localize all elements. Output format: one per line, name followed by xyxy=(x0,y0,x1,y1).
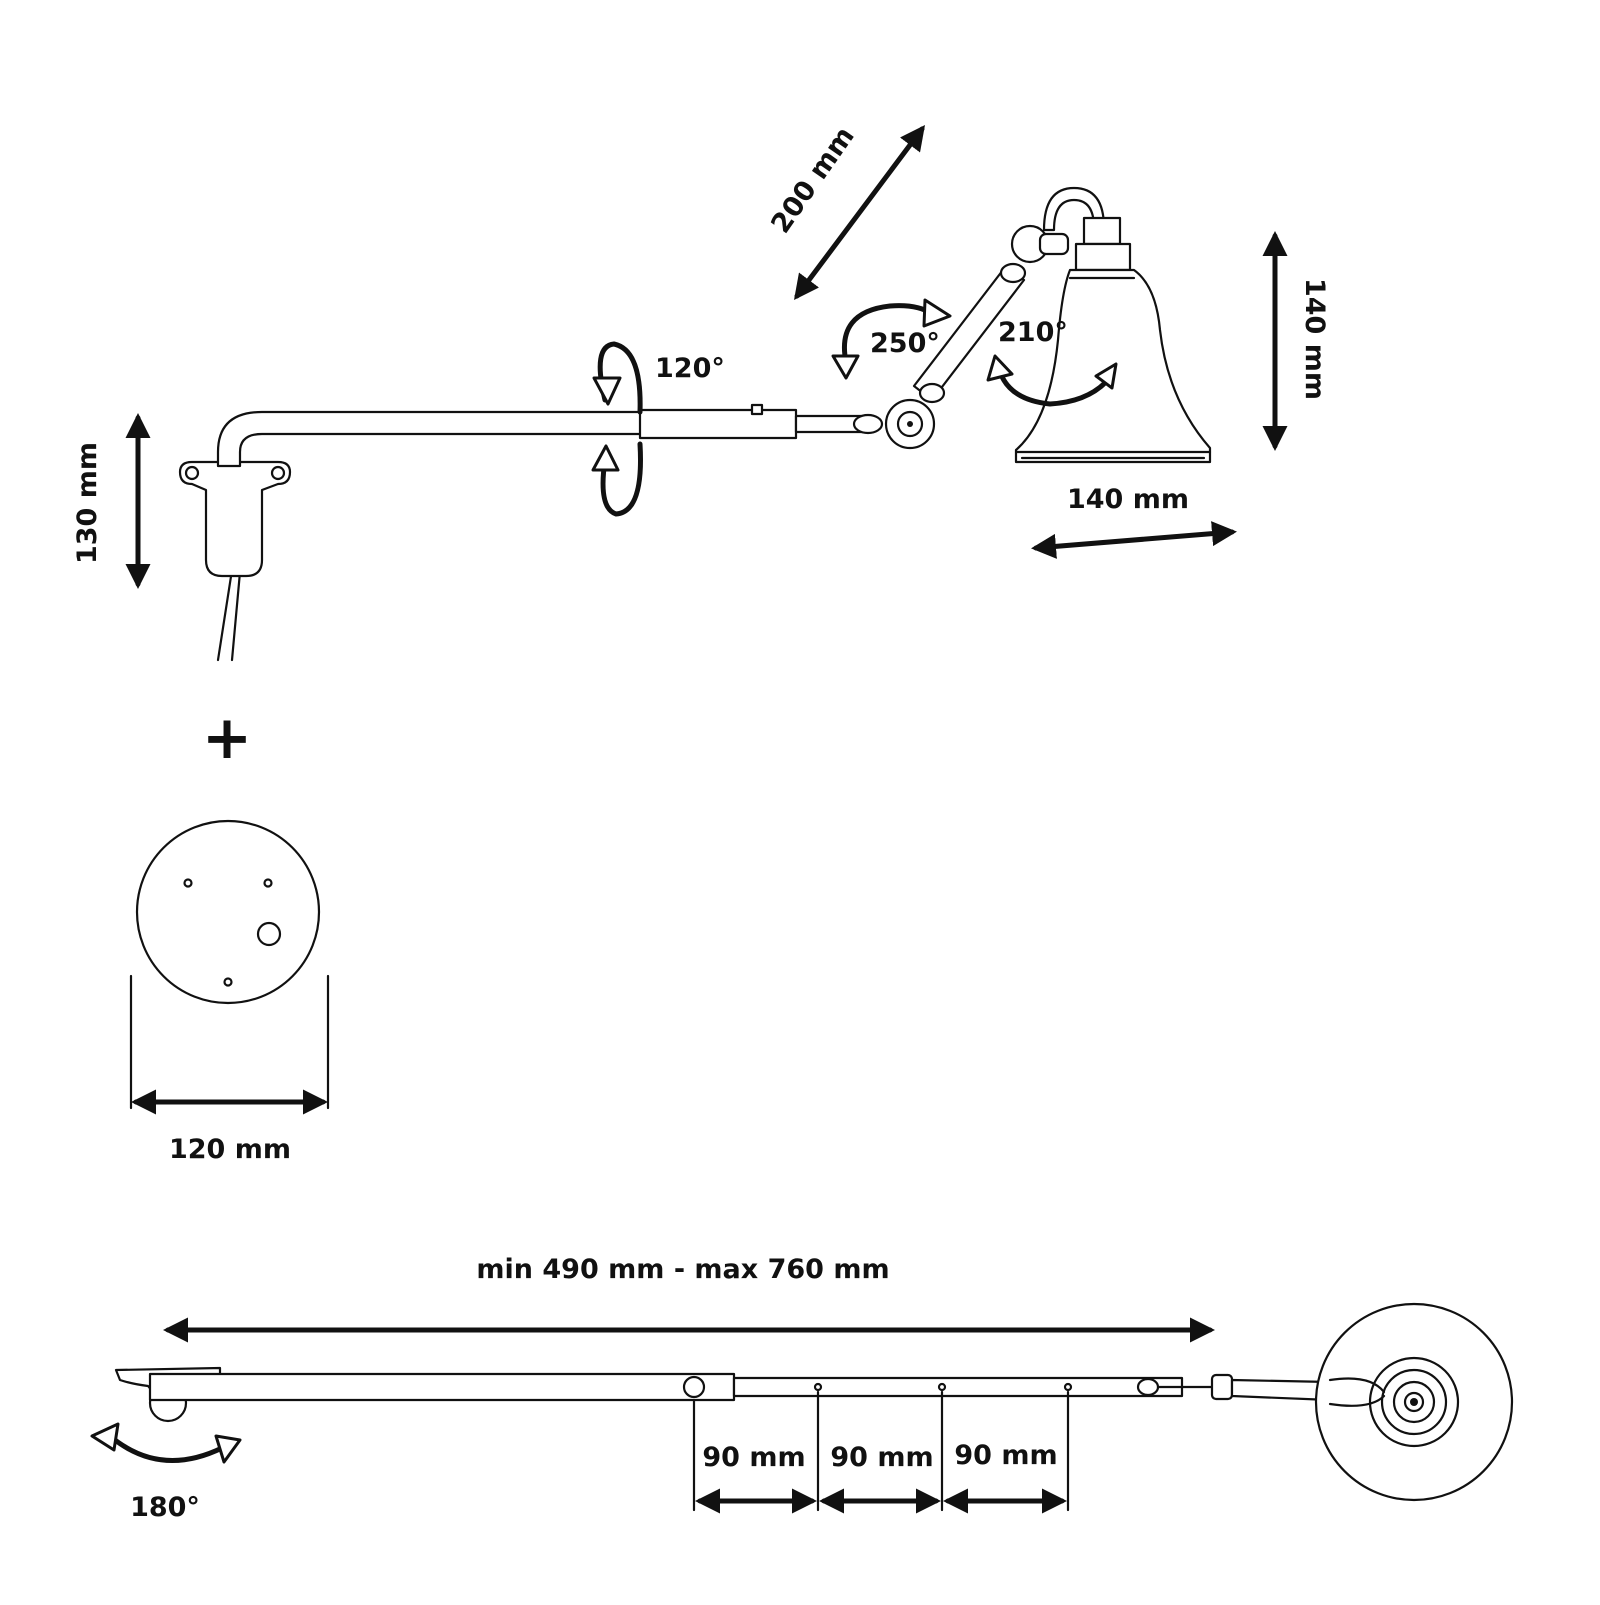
arm-rotation-label: 120° xyxy=(655,353,725,384)
plate-screw-hole xyxy=(263,878,273,888)
lamp-top-view: min 490 mm - max 760 mm 180° xyxy=(90,1254,1514,1523)
plate-screw-hole xyxy=(223,977,233,987)
wall-bracket xyxy=(178,460,292,578)
shade-rotation-label: 210° xyxy=(998,317,1068,348)
arm-length-label: 200 mm xyxy=(765,121,860,239)
step-1-label: 90 mm xyxy=(702,1442,805,1473)
wall-plate-disc xyxy=(135,819,321,1005)
step-2-label: 90 mm xyxy=(830,1442,933,1473)
arm-rotation-indicator: 120° xyxy=(591,341,725,517)
plus-sign: + xyxy=(202,703,252,773)
shade-width-dimension: 140 mm xyxy=(1031,484,1237,559)
shade-rotation-indicator: 210° xyxy=(986,317,1118,407)
base-height-dimension: 130 mm xyxy=(72,413,151,589)
base-height-label: 130 mm xyxy=(72,442,103,564)
top-arm-tube xyxy=(148,1372,736,1402)
extension-lock xyxy=(682,1375,706,1399)
step-3-label: 90 mm xyxy=(954,1440,1057,1471)
elbow-rotation-label: 250° xyxy=(870,328,940,359)
plate-screw-hole xyxy=(183,878,193,888)
top-arm-extension xyxy=(732,1376,1184,1398)
base-rotation-label: 180° xyxy=(130,1492,200,1523)
power-cable xyxy=(216,568,242,662)
plate-diameter-label: 120 mm xyxy=(169,1134,291,1165)
arm-joint-nut xyxy=(852,413,884,435)
plate-cable-hole xyxy=(256,921,282,947)
arm-lock-knob xyxy=(750,403,764,416)
shade-width-label: 140 mm xyxy=(1067,484,1189,515)
top-joint xyxy=(1210,1373,1234,1401)
elbow-rotation-indicator: 250° xyxy=(831,298,952,380)
arm-extension xyxy=(638,408,798,440)
bracket-screw-right xyxy=(270,465,286,481)
lamp-side-view xyxy=(178,186,1212,662)
bulb-socket-top xyxy=(1082,216,1122,246)
arm-length-dimension: 200 mm xyxy=(765,121,925,301)
bracket-screw-left xyxy=(184,465,200,481)
extension-range-label: min 490 mm - max 760 mm xyxy=(476,1254,889,1285)
shade-height-label: 140 mm xyxy=(1299,278,1330,400)
shade-height-dimension: 140 mm xyxy=(1262,231,1330,451)
bulb-socket xyxy=(1074,242,1132,272)
wall-plate: 120 mm xyxy=(129,819,330,1165)
